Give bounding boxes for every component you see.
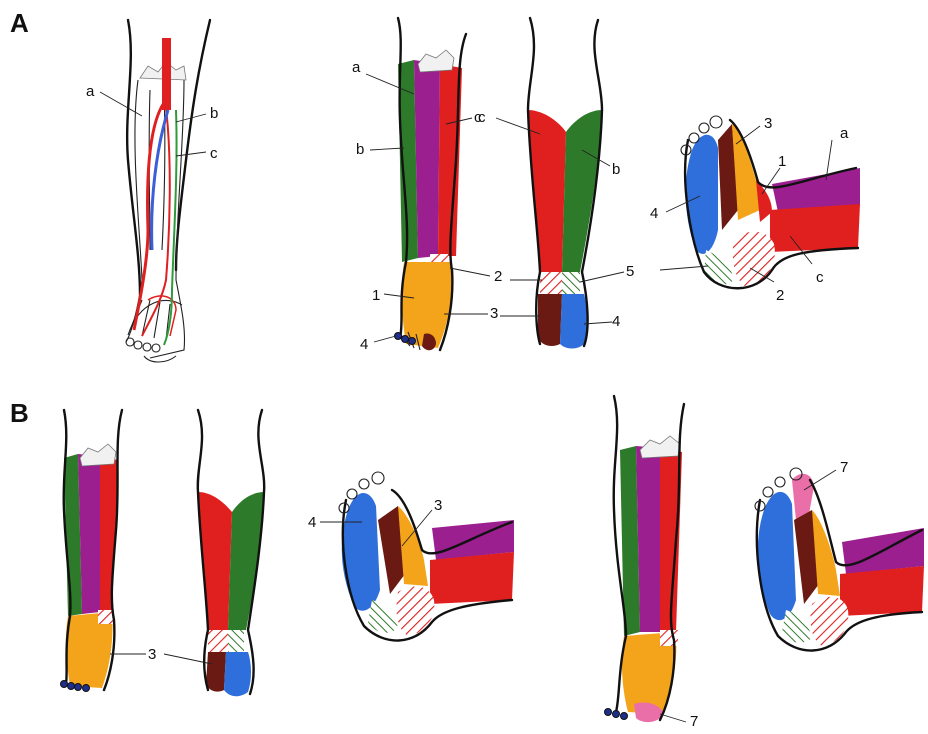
plantar-foot-a: 3 1 a 4 c 2 [650, 115, 860, 304]
label-2: 2 [776, 287, 784, 304]
label-1: 1 [778, 153, 786, 170]
label-7: 7 [840, 459, 848, 476]
label-b: b [612, 161, 620, 178]
label-4: 4 [612, 313, 620, 330]
front-angiosome-leg-b2: 7 [605, 396, 699, 730]
label-vessel-c: c [210, 145, 218, 162]
label-vessel-b: b [210, 105, 218, 122]
vascular-leg-sketch: a b c [86, 20, 218, 362]
label-1: 1 [372, 287, 380, 304]
label-3: 3 [764, 115, 772, 132]
label-5: 5 [626, 263, 634, 280]
label-4: 4 [360, 336, 368, 353]
artery-trunk [162, 38, 171, 110]
back-angiosome-leg-b: 3 [110, 410, 264, 696]
plantar-foot-b2: 7 [755, 459, 924, 651]
label-4: 4 [650, 205, 658, 222]
label-7: 7 [690, 713, 698, 730]
label-a: a [840, 125, 849, 142]
label-c: c [816, 269, 824, 286]
front-angiosome-leg-b1 [61, 410, 123, 692]
label-4: 4 [308, 514, 316, 531]
front-angiosome-leg-a: a b c 2 1 3 4 [352, 18, 502, 353]
label-a: a [352, 59, 361, 76]
label-c: c [478, 109, 486, 126]
label-3: 3 [148, 646, 156, 663]
panel-label-a: A [10, 8, 29, 38]
label-3: 3 [490, 305, 498, 322]
label-2: 2 [494, 268, 502, 285]
back-angiosome-leg-a: c b 5 4 [478, 18, 634, 349]
panel-label-b: B [10, 398, 29, 428]
label-b: b [356, 141, 364, 158]
label-3: 3 [434, 497, 442, 514]
label-vessel-a: a [86, 83, 95, 100]
plantar-foot-b1: 4 3 [308, 472, 514, 641]
